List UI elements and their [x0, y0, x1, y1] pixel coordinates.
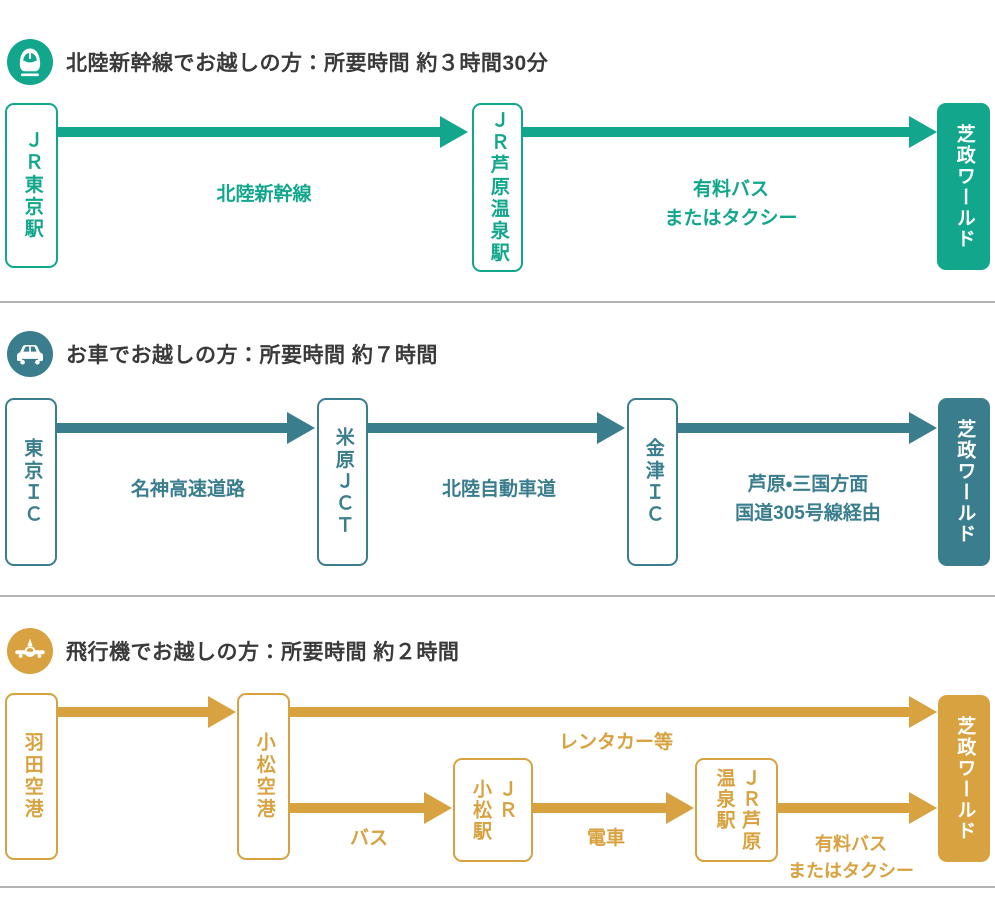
edge-label-paid-bus-taxi: 有料バス またはタクシー: [664, 179, 798, 229]
destination-box-shibamasa-world-1: 芝政ワールド: [937, 103, 990, 270]
edge-label-paid-bus-taxi-2: 有料バス またはタクシー: [788, 834, 914, 881]
bottom-divider: [0, 886, 995, 888]
edge-label-meishin-expressway: 名神高速道路: [130, 479, 246, 500]
section-header-car: お車でお越しの方：所要時間 約７時間: [7, 331, 438, 377]
car-icon-glyph: [17, 345, 43, 365]
car-icon: [7, 331, 53, 377]
arrow-awara-to-shibamasa: [523, 116, 937, 148]
station-box-jr-awara-onsen: ＪＲ芦原温泉駅: [472, 103, 523, 272]
airplane-icon-glyph: [15, 638, 45, 658]
arrow-komatsu-to-jrkomatsu: [290, 792, 452, 824]
station-box-jr-awara-onsen-2: ＪＲ芦原 温泉駅: [695, 758, 778, 862]
airport-label-haneda: 羽田空港: [21, 732, 43, 821]
edge-label-hokuriku-expressway: 北陸自動車道: [441, 479, 557, 500]
section-divider: [0, 301, 995, 303]
destination-label: 芝政ワールド: [954, 419, 976, 545]
edge-label-train: 電車: [586, 828, 626, 849]
station-label-jr-komatsu: ＪＲ 小松駅: [470, 778, 517, 842]
airport-box-haneda: 羽田空港: [5, 693, 58, 860]
section-title-car: お車でお越しの方：所要時間 約７時間: [66, 344, 438, 367]
airport-box-komatsu: 小松空港: [237, 693, 290, 860]
arrow-tokyoic-to-maibara: [57, 412, 315, 444]
ic-label-tokyo: 東京ＩＣ: [21, 437, 43, 527]
arrow-haneda-to-komatsu: [58, 696, 236, 728]
section-title-airplane: 飛行機でお越しの方：所要時間 約２時間: [66, 641, 460, 664]
arrow-komatsu-to-shibamasa-rental: [290, 696, 937, 728]
section-header-airplane: 飛行機でお越しの方：所要時間 約２時間: [7, 628, 459, 674]
destination-box-shibamasa-world-2: 芝政ワールド: [938, 398, 990, 566]
destination-label: 芝政ワールド: [953, 123, 975, 250]
ic-label-kanazu: 金津ＩＣ: [642, 437, 664, 527]
station-label-jr-awara-onsen-2: ＪＲ芦原 温泉駅: [713, 768, 761, 852]
jct-box-maibara: 米原ＪＣＴ: [317, 398, 368, 566]
station-label-jr-awara-onsen: ＪＲ芦原温泉駅: [487, 110, 509, 265]
edge-label-hokuriku-shinkansen: 北陸新幹線: [216, 184, 312, 205]
ic-box-tokyo: 東京ＩＣ: [5, 398, 57, 566]
jct-label-maibara: 米原ＪＣＴ: [332, 426, 354, 538]
arrow-jrkomatsu-to-awara: [533, 792, 694, 824]
station-box-jr-tokyo: ＪＲ東京駅: [5, 103, 58, 268]
station-label-jr-tokyo: ＪＲ東京駅: [21, 130, 43, 241]
edge-label-route-305: 芦原・三国方面 国道305号線経由: [735, 474, 881, 524]
ic-box-kanazu: 金津ＩＣ: [627, 398, 678, 566]
shinkansen-icon-glyph: [19, 48, 41, 77]
arrow-kanazu-to-shibamasa: [678, 412, 937, 444]
shinkansen-icon: [7, 39, 53, 85]
airplane-icon: [7, 628, 53, 674]
destination-label: 芝政ワールド: [954, 715, 976, 842]
arrow-maibara-to-kanazu: [368, 412, 625, 444]
arrow-tokyo-to-awara: [58, 116, 468, 148]
arrow-awara-to-shibamasa-2: [778, 792, 937, 824]
section-title-shinkansen: 北陸新幹線でお越しの方：所要時間 約３時間30分: [66, 52, 549, 75]
airport-label-komatsu: 小松空港: [253, 732, 275, 821]
edge-label-bus: バス: [349, 828, 389, 849]
station-box-jr-komatsu: ＪＲ 小松駅: [453, 758, 533, 862]
edge-label-rental-car: レンタカー等: [558, 732, 674, 753]
section-header-shinkansen: 北陸新幹線でお越しの方：所要時間 約３時間30分: [7, 39, 548, 85]
destination-box-shibamasa-world-3: 芝政ワールド: [938, 695, 990, 862]
section-divider: [0, 595, 995, 597]
